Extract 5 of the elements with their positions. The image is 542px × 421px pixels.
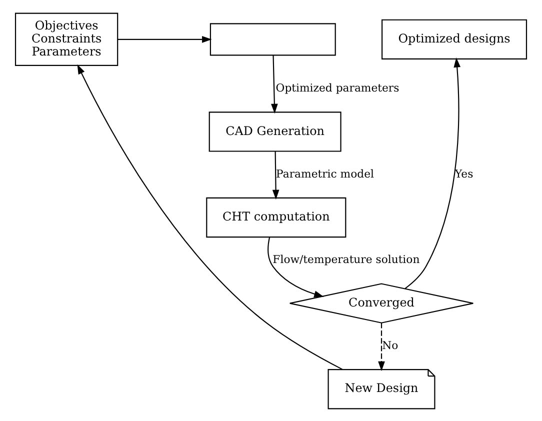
edge-label: Yes bbox=[454, 166, 474, 180]
edge-label: Parametric model bbox=[276, 166, 374, 180]
edge-label: Optimized parameters bbox=[276, 81, 400, 94]
edge-label: No bbox=[382, 338, 398, 352]
edge-label: Flow/temperature solution bbox=[272, 252, 420, 266]
